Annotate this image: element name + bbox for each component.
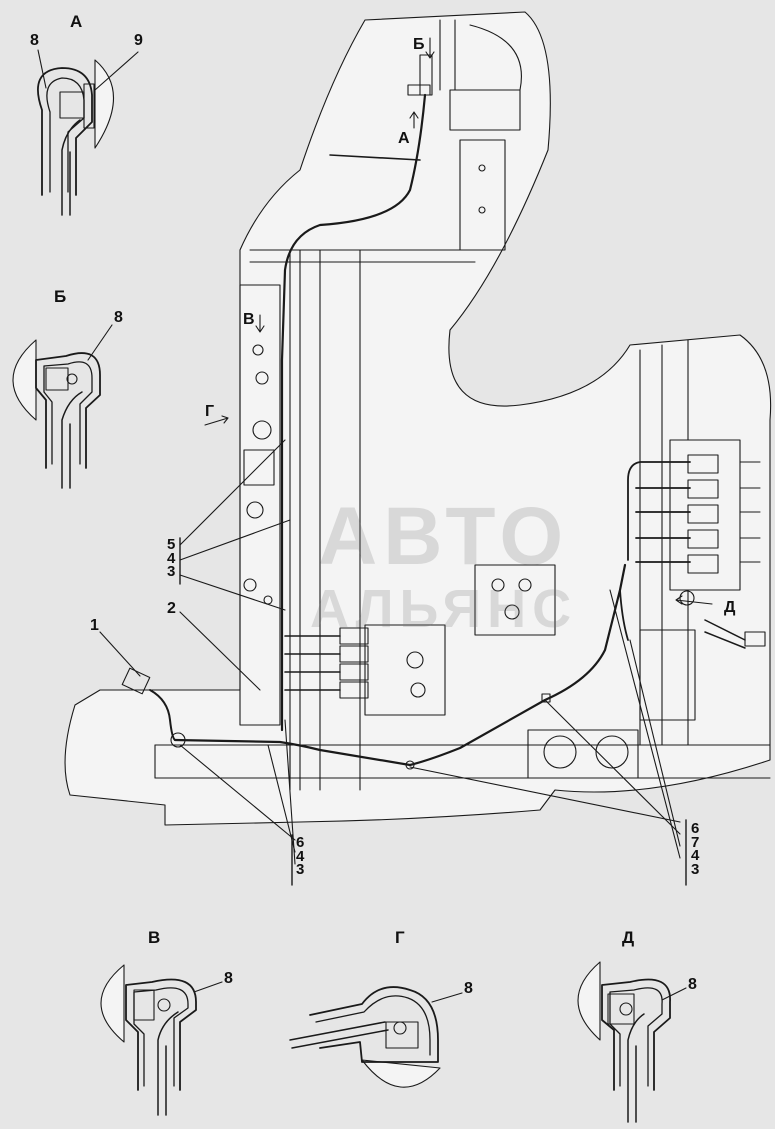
valve-block xyxy=(364,624,446,716)
stack-item: 3 xyxy=(691,860,700,878)
stack-item: 7 xyxy=(691,833,700,851)
detail-view-g xyxy=(289,986,463,1088)
stack-item: 4 xyxy=(167,549,176,567)
stack-item: 4 xyxy=(296,847,305,865)
arrow-label-g: Г xyxy=(205,403,215,420)
detail-view-a xyxy=(37,49,139,216)
arrow-label-v: В xyxy=(243,311,255,328)
detail-view-b xyxy=(12,324,113,489)
view-label-d: Д xyxy=(622,928,635,947)
arrow-label-d: Д xyxy=(724,599,736,616)
detail-view-v xyxy=(100,964,223,1116)
callout-9-view-a: 9 xyxy=(134,32,143,49)
stack-item: 3 xyxy=(296,861,305,878)
callout-8-view-v: 8 xyxy=(224,970,233,987)
harness-upper xyxy=(280,93,427,732)
callout-8-view-g: 8 xyxy=(464,980,473,997)
callout-8-view-b: 8 xyxy=(114,309,123,326)
stack-item: 4 xyxy=(691,847,700,864)
stack-item: 6 xyxy=(296,834,305,851)
view-label-v: В xyxy=(148,928,161,947)
stack-item: 5 xyxy=(167,536,176,553)
machine-outline xyxy=(64,11,772,826)
callout-stack-bottom-center: 6 4 3 xyxy=(296,834,305,878)
callout-stack-bottom-right: 6 7 4 3 xyxy=(691,820,700,878)
stack-item: 6 xyxy=(691,820,700,837)
callout-1: 1 xyxy=(90,617,99,634)
watermark-line1: АВТО xyxy=(318,491,570,582)
solenoid-bank xyxy=(669,439,741,591)
detail-view-d xyxy=(577,961,687,1123)
callout-8-view-a: 8 xyxy=(30,32,39,49)
stack-item: 3 xyxy=(167,563,176,580)
view-label-a: А xyxy=(70,12,83,31)
harness-lower xyxy=(173,563,627,767)
arrow-label-a: А xyxy=(398,130,410,147)
watermark-line2: АЛЬЯНС xyxy=(310,579,578,639)
callout-2: 2 xyxy=(167,600,176,617)
view-label-b: Б xyxy=(54,287,67,306)
callout-stack-upper-left: 5 4 3 xyxy=(167,536,176,580)
view-label-g: Г xyxy=(395,928,405,947)
callout-8-view-d: 8 xyxy=(688,976,697,993)
arrow-label-b: Б xyxy=(413,36,425,53)
